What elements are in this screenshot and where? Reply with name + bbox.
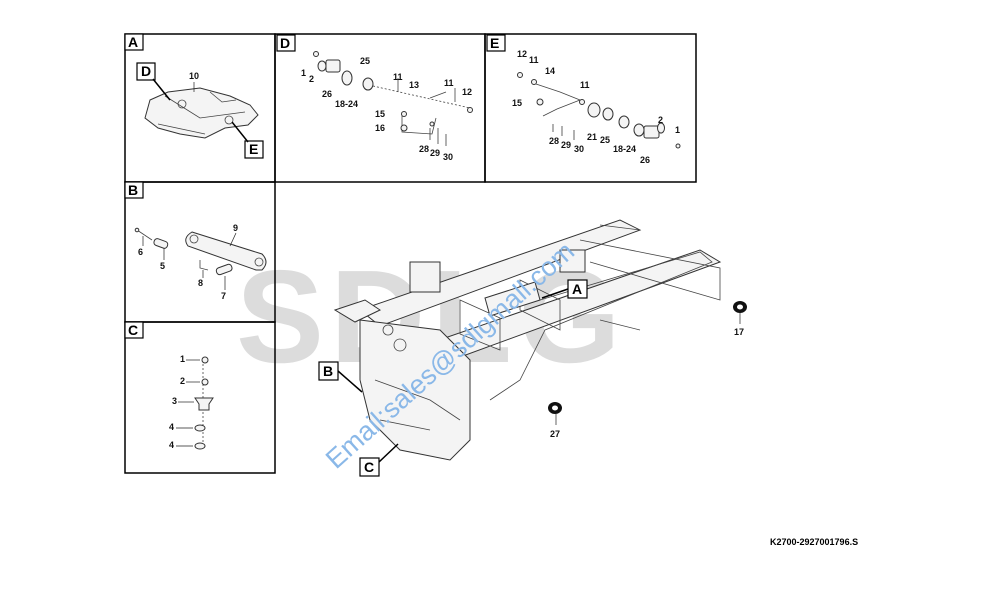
main-ref-a: A: [572, 281, 582, 297]
callout-d-12: 12: [462, 87, 472, 97]
svg-text:A: A: [128, 34, 138, 50]
panel-c-frame: [124, 321, 276, 474]
panel-a-ref-d: D: [141, 63, 151, 79]
svg-text:B: B: [128, 182, 138, 198]
callout-b-8: 8: [198, 278, 203, 288]
callout-b-5: 5: [160, 261, 165, 271]
callout-d-11a: 11: [393, 72, 403, 82]
callout-e-21: 21: [587, 132, 597, 142]
drawing-number: K2700-2927001796.S: [770, 537, 858, 547]
callout-d-26: 26: [322, 89, 332, 99]
callout-d-2: 2: [309, 74, 314, 84]
callout-c-4a: 4: [169, 422, 174, 432]
panel-d-frame: [274, 33, 486, 183]
callout-d-29: 29: [430, 148, 440, 158]
callout-d-1: 1: [301, 68, 306, 78]
callout-d-30: 30: [443, 152, 453, 162]
callout-e-1: 1: [675, 125, 680, 135]
callout-e-12: 12: [517, 49, 527, 59]
callout-d-16: 16: [375, 123, 385, 133]
panel-d-tag: D: [276, 34, 296, 52]
callout-d-25: 25: [360, 56, 370, 66]
callout-b-9: 9: [233, 223, 238, 233]
svg-text:E: E: [490, 35, 499, 51]
panel-e-drawing: 12 11 14 11 15 21 25 18-24 2 1 26 28 29 …: [512, 49, 681, 165]
callout-b-6: 6: [138, 247, 143, 257]
main-ref-c: C: [364, 459, 374, 475]
panel-a-tag: A: [124, 33, 144, 51]
panel-e-tag: E: [486, 34, 506, 52]
callout-a-10: 10: [189, 71, 199, 81]
callout-e-15: 15: [512, 98, 522, 108]
panel-e-frame: [484, 33, 697, 183]
svg-text:D: D: [280, 35, 290, 51]
callout-c-4b: 4: [169, 440, 174, 450]
panel-d-drawing: 25 1 2 26 18-24 11 13 11 12 15 16 28 29 …: [301, 51, 473, 162]
callout-d-13: 13: [409, 80, 419, 90]
callout-d-28: 28: [419, 144, 429, 154]
callout-b-7: 7: [221, 291, 226, 301]
panel-a-ref-e: E: [249, 141, 258, 157]
callout-main-27: 27: [550, 429, 560, 439]
callout-e-14: 14: [545, 66, 555, 76]
callout-d-15: 15: [375, 109, 385, 119]
main-ref-b: B: [323, 363, 333, 379]
callout-c-3: 3: [172, 396, 177, 406]
callout-e-18-24: 18-24: [613, 144, 636, 154]
callout-e-25: 25: [600, 135, 610, 145]
callout-d-18-24: 18-24: [335, 99, 358, 109]
callout-d-11b: 11: [444, 78, 454, 88]
callout-e-26: 26: [640, 155, 650, 165]
panel-c-drawing: 1 2 3 4 4: [169, 354, 214, 450]
panel-c-tag: C: [124, 321, 144, 339]
callout-c-1: 1: [180, 354, 185, 364]
panel-b-drawing: 9 6 5 8 7: [134, 223, 267, 301]
svg-text:C: C: [128, 322, 138, 338]
callout-e-30: 30: [574, 144, 584, 154]
callout-c-2: 2: [180, 376, 185, 386]
callout-e-11a: 11: [529, 55, 539, 65]
panel-a-drawing: 10 D E: [136, 62, 264, 159]
callout-e-29: 29: [561, 140, 571, 150]
panel-b-tag: B: [124, 181, 144, 199]
callout-e-11b: 11: [580, 80, 590, 90]
callout-main-17: 17: [734, 327, 744, 337]
callout-e-2: 2: [658, 115, 663, 125]
callout-e-28: 28: [549, 136, 559, 146]
main-frame-drawing: 17 27 A B C: [318, 219, 747, 477]
